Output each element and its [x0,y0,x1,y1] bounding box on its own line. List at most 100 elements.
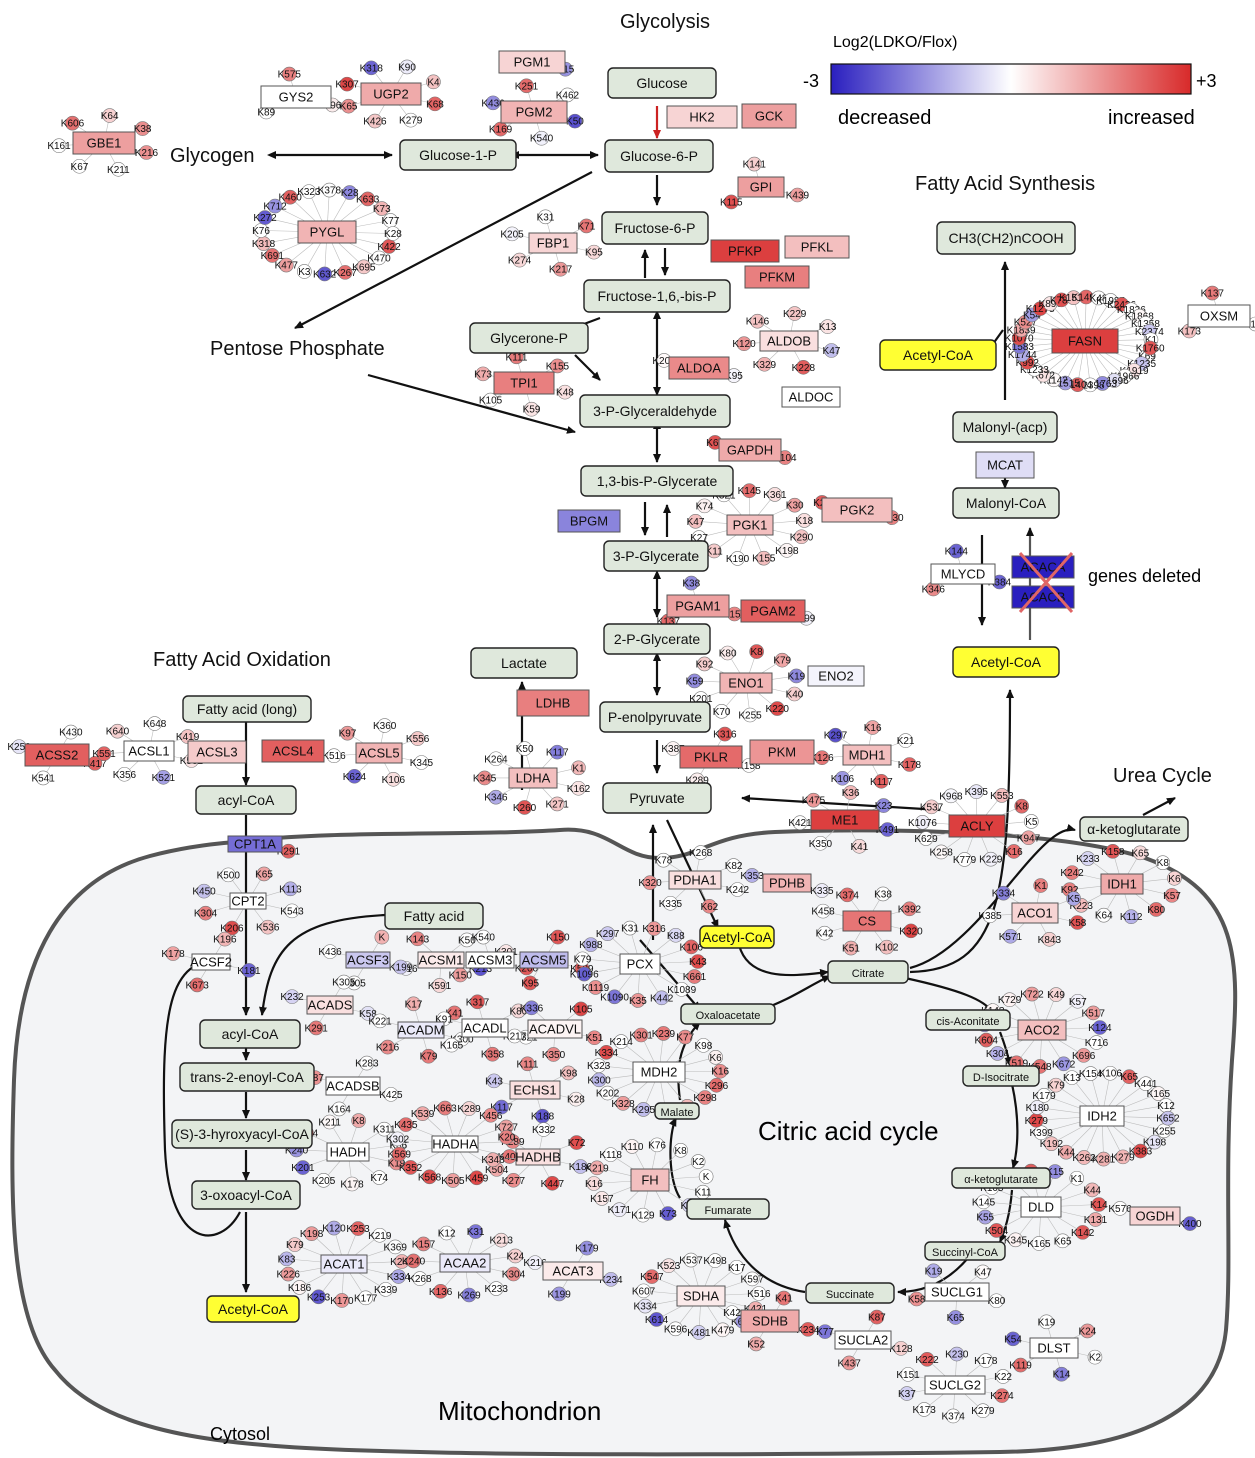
enzyme-eno1[interactable]: ENO1 [719,672,773,694]
metabolite-hydroxyacyl[interactable]: (S)-3-hyroxyacyl-CoA [171,1119,313,1149]
enzyme-eno2[interactable]: ENO2 [807,665,865,687]
enzyme-pklr[interactable]: PKLR [679,745,743,769]
enzyme-acads[interactable]: ACADS [306,995,354,1015]
enzyme-pgk2[interactable]: PGK2 [821,497,893,523]
metabolite-acyl-coa-mito[interactable]: acyl-CoA [199,1019,301,1049]
enzyme-cpt1a[interactable]: CPT1A [227,835,283,853]
enzyme-mcat[interactable]: MCAT [975,451,1035,479]
metabolite-acetyl-coa-mito-fao[interactable]: Acetyl-CoA [206,1295,300,1323]
enzyme-ldhb[interactable]: LDHB [516,689,590,717]
metabolite-akg-cyto[interactable]: α-ketoglutarate [1079,816,1189,842]
enzyme-aldob[interactable]: ALDOB [759,330,819,352]
enzyme-ugp2[interactable]: UGP2 [360,82,422,106]
metabolite-citrate[interactable]: Citrate [827,960,909,984]
metabolite-malonyl-coa[interactable]: Malonyl-CoA [952,487,1060,519]
enzyme-pgm2[interactable]: PGM2 [500,100,568,124]
enzyme-hk2[interactable]: HK2 [666,105,738,129]
enzyme-acsm1[interactable]: ACSM1 [417,951,465,969]
enzyme-pfkp[interactable]: PFKP [710,239,780,263]
enzyme-hadh[interactable]: HADH [326,1142,370,1162]
metabolite-acyl-coa-cyto[interactable]: acyl-CoA [195,785,297,815]
metabolite-acetyl-coa-fas[interactable]: Acetyl-CoA [879,339,997,371]
metabolite-oxaloacetate[interactable]: Oxaloacetate [680,1003,776,1025]
enzyme-acsm3[interactable]: ACSM3 [465,951,515,969]
enzyme-echs1[interactable]: ECHS1 [509,1080,561,1100]
enzyme-aldoa[interactable]: ALDOA [668,356,730,380]
enzyme-mdh1[interactable]: MDH1 [842,744,892,766]
metabolite-pg2[interactable]: 2-P-Glycerate [603,623,711,655]
enzyme-aldoc[interactable]: ALDOC [781,386,841,408]
metabolite-d-isocitrate[interactable]: D-Isocitrate [962,1065,1040,1087]
metabolite-succinyl-coa[interactable]: Succinyl-CoA [924,1241,1006,1261]
metabolite-malonyl-acp[interactable]: Malonyl-(acp) [952,411,1058,443]
metabolite-acetyl-coa-cyto[interactable]: Acetyl-CoA [952,646,1060,678]
enzyme-hadha[interactable]: HADHA [431,1135,479,1153]
enzyme-sucla2[interactable]: SUCLA2 [834,1330,892,1350]
metabolite-fatty-acid-long[interactable]: Fatty acid (long) [182,695,312,723]
enzyme-acss2[interactable]: ACSS2 [24,743,90,767]
metabolite-fatty-acid-out[interactable]: CH3(CH2)nCOOH [936,221,1076,255]
enzyme-pfkm[interactable]: PFKM [744,265,810,289]
enzyme-acsf3[interactable]: ACSF3 [345,951,391,969]
metabolite-lactate[interactable]: Lactate [470,647,578,679]
enzyme-suclg1[interactable]: SUCLG1 [924,1282,990,1302]
enzyme-dlst[interactable]: DLST [1029,1337,1079,1359]
metabolite-pep[interactable]: P-enolpyruvate [599,701,711,733]
enzyme-ldha[interactable]: LDHA [508,767,558,789]
enzyme-ogdh[interactable]: OGDH [1129,1206,1181,1226]
enzyme-acadsb[interactable]: ACADSB [325,1076,381,1096]
enzyme-dld[interactable]: DLD [1020,1196,1062,1218]
enzyme-pgk1[interactable]: PGK1 [726,514,774,536]
enzyme-acsl4[interactable]: ACSL4 [261,739,325,763]
enzyme-acadvl[interactable]: ACADVL [527,1019,583,1039]
metabolite-gap[interactable]: 3-P-Glyceraldehyde [579,394,731,428]
metabolite-oxoacyl[interactable]: 3-oxoacyl-CoA [191,1180,301,1210]
enzyme-me1[interactable]: ME1 [810,809,880,831]
metabolite-g6p[interactable]: Glucose-6-P [604,139,714,173]
enzyme-pgam1[interactable]: PGAM1 [666,594,730,618]
metabolite-succinate[interactable]: Succinate [805,1282,895,1304]
enzyme-sdhb[interactable]: SDHB [740,1309,800,1333]
metabolite-fatty-acid-mito[interactable]: Fatty acid [384,902,484,930]
enzyme-oxsm[interactable]: OXSM [1187,304,1251,328]
enzyme-acsf2[interactable]: ACSF2 [190,953,232,971]
enzyme-acadl[interactable]: ACADL [461,1018,509,1038]
enzyme-idh2[interactable]: IDH2 [1079,1105,1125,1127]
metabolite-fumarate[interactable]: Fumarate [686,1198,770,1220]
enzyme-fbp1[interactable]: FBP1 [528,232,578,254]
enzyme-pdha1[interactable]: PDHA1 [668,870,722,890]
metabolite-pg3[interactable]: 3-P-Glycerate [603,540,709,572]
enzyme-gbe1[interactable]: GBE1 [72,131,136,155]
enzyme-acat1[interactable]: ACAT1 [320,1254,368,1274]
enzyme-fasn[interactable]: FASN [1051,328,1119,354]
enzyme-acsl3[interactable]: ACSL3 [187,740,247,764]
enzyme-gapdh[interactable]: GAPDH [718,438,782,462]
metabolite-trans-enoyl[interactable]: trans-2-enoyl-CoA [179,1062,315,1092]
enzyme-acat3[interactable]: ACAT3 [542,1261,604,1281]
enzyme-acaa2[interactable]: ACAA2 [439,1253,491,1273]
enzyme-tpi1[interactable]: TPI1 [493,371,555,395]
enzyme-suclg2[interactable]: SUCLG2 [924,1375,986,1395]
metabolite-f16bp[interactable]: Fructose-1,6,-bis-P [583,279,731,313]
enzyme-acsm5[interactable]: ACSM5 [519,951,569,969]
enzyme-pcx[interactable]: PCX [619,953,661,975]
metabolite-malate[interactable]: Malate [654,1102,700,1120]
enzyme-gys2[interactable]: GYS2 [260,85,332,109]
enzyme-mlycd[interactable]: MLYCD [930,563,996,585]
enzyme-bpgm[interactable]: BPGM [557,509,621,533]
enzyme-pgam2[interactable]: PGAM2 [740,599,806,623]
enzyme-sdha[interactable]: SDHA [676,1285,726,1307]
enzyme-cpt2[interactable]: CPT2 [229,892,267,910]
enzyme-pfkl[interactable]: PFKL [784,235,850,259]
enzyme-idh1[interactable]: IDH1 [1100,873,1144,895]
metabolite-g1p[interactable]: Glucose-1-P [399,139,517,171]
enzyme-acly[interactable]: ACLY [948,814,1006,838]
metabolite-akg-mito[interactable]: α-ketoglutarate [951,1167,1051,1189]
metabolite-glucose[interactable]: Glucose [607,67,717,99]
enzyme-acadm[interactable]: ACADM [397,1021,445,1039]
enzyme-acsl5[interactable]: ACSL5 [355,742,403,764]
metabolite-acetyl-coa-mito-tca[interactable]: Acetyl-CoA [699,925,775,949]
enzyme-aco2[interactable]: ACO2 [1017,1019,1067,1041]
metabolite-cis-aconitate[interactable]: cis-Aconitate [925,1009,1011,1031]
metabolite-f6p[interactable]: Fructose-6-P [601,211,709,245]
